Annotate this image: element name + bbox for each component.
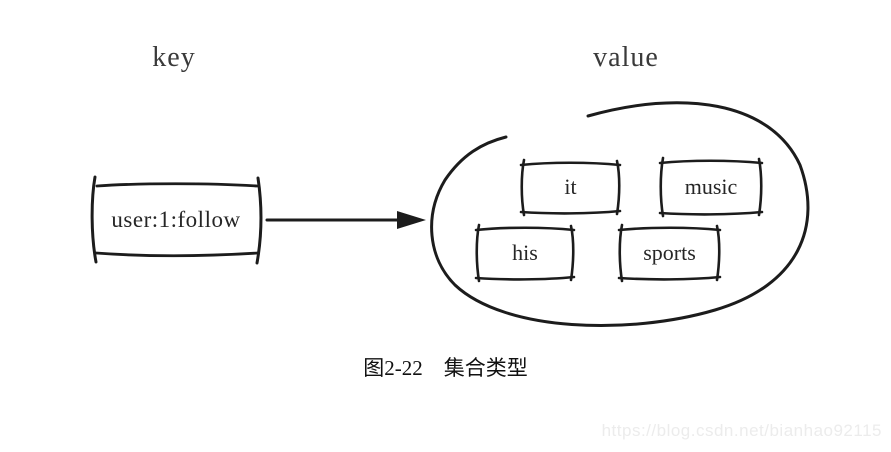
- set-member-box: [617, 223, 722, 283]
- set-member-box: [474, 223, 576, 283]
- set-member-label: sports: [643, 239, 696, 265]
- set-member-label: music: [684, 173, 738, 199]
- key-box-label: user:1:follow: [111, 207, 241, 232]
- set-member-box: [658, 156, 764, 218]
- key-box-outline: [90, 175, 263, 265]
- set-member-label: it: [564, 174, 577, 199]
- value-column-label: value: [593, 42, 659, 73]
- set-member-label: his: [512, 239, 538, 265]
- set-oval-outline: [430, 101, 810, 328]
- set-member-box: [519, 158, 622, 217]
- arrow: [265, 211, 426, 229]
- figure-caption: 图2-22 集合类型: [363, 356, 528, 380]
- watermark-url: https://blog.csdn.net/bianhao92115: [601, 421, 882, 440]
- key-column-label: key: [152, 42, 196, 73]
